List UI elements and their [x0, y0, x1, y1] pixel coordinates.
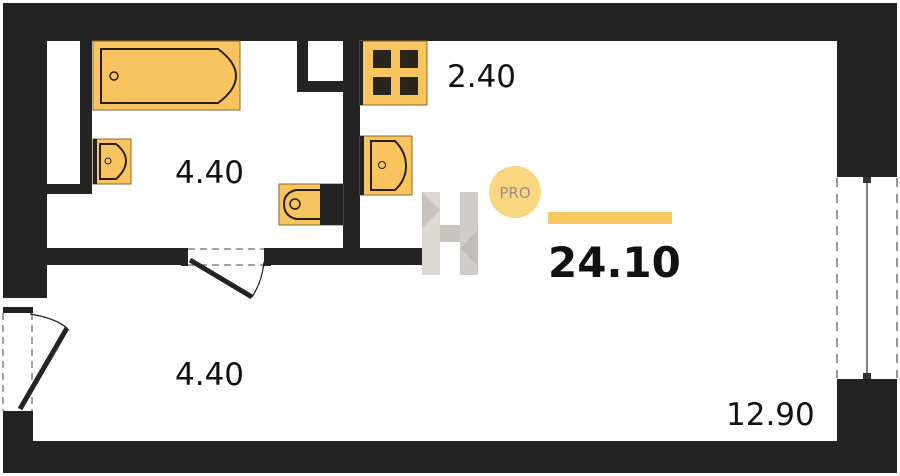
bathroom-door[interactable]	[181, 248, 271, 300]
stove-icon	[359, 40, 428, 106]
kitchen-sink-icon	[359, 135, 413, 196]
brand-logo-icon: PRO	[422, 166, 541, 275]
balcony-window	[836, 172, 898, 384]
bathtub-icon	[92, 40, 241, 111]
total-area: 24.10	[548, 238, 681, 287]
total-area-accent-bar	[548, 212, 672, 224]
pro-badge: PRO	[499, 184, 530, 202]
bathroom-area: 4.40	[175, 155, 244, 191]
toilet-icon	[278, 183, 344, 226]
hallway-area: 4.40	[175, 357, 244, 393]
kitchen-area: 2.40	[447, 59, 516, 95]
bathroom-sink-icon	[92, 138, 132, 185]
living-room-area: 12.90	[726, 397, 815, 433]
walls	[3, 3, 897, 473]
entrance-door[interactable]	[2, 307, 70, 417]
